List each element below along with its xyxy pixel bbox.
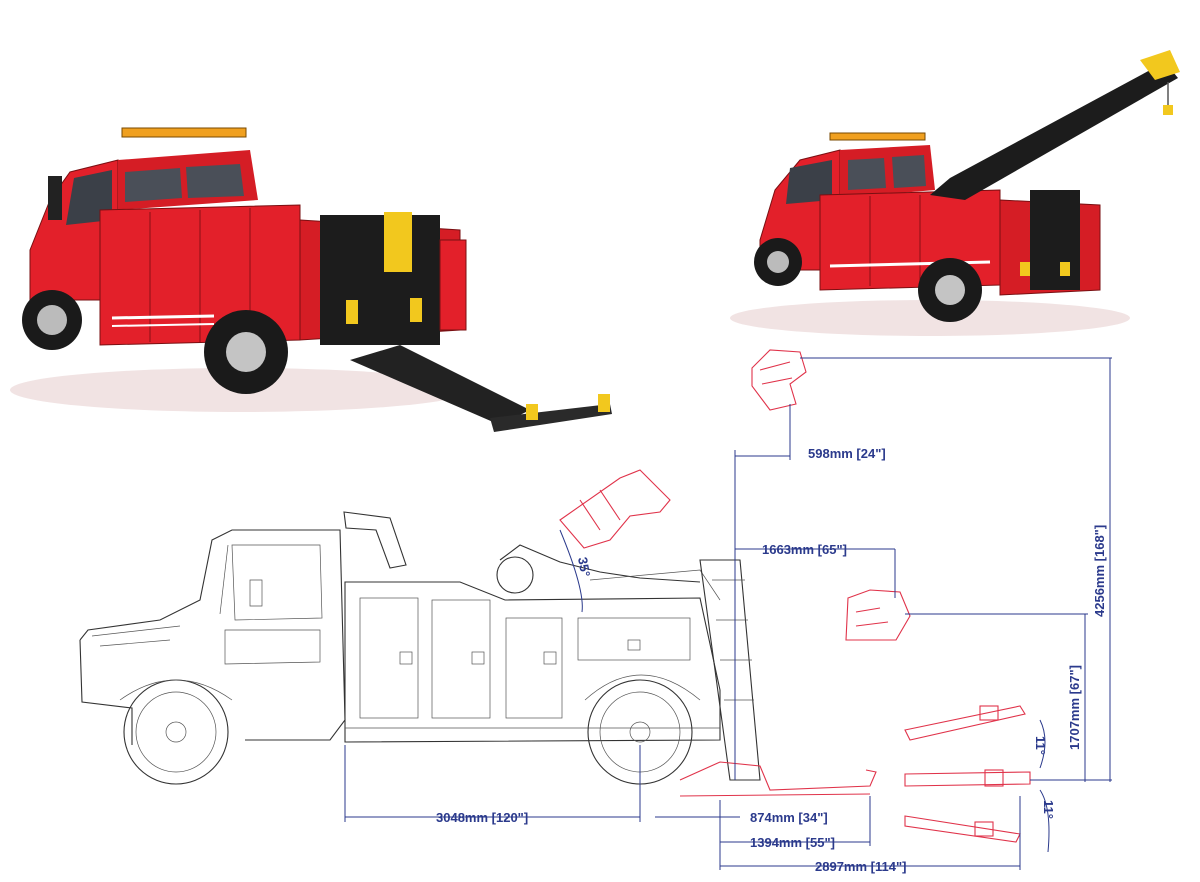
range-of-motion-outlines [559, 349, 1031, 843]
dim-underlift-c: 2897mm [114"] [815, 859, 906, 874]
dim-angle-boom: 35° [575, 556, 593, 578]
dim-underlift-a: 874mm [34"] [750, 810, 828, 825]
dim-underlift-b: 1394mm [55"] [750, 835, 835, 850]
truck-line-drawing [79, 511, 761, 785]
dimension-lines [344, 357, 1112, 870]
dim-wheelbase-rear: 3048mm [120"] [436, 810, 528, 825]
dim-boom-reach-mid: 1663mm [65"] [762, 542, 847, 557]
dim-height-max: 4256mm [168"] [1092, 525, 1107, 617]
tow-truck-boom-raised-icon [730, 50, 1180, 336]
dim-angle-down: 11° [1041, 800, 1056, 819]
tow-truck-rear-view-icon [10, 127, 612, 432]
dim-height-mid: 1707mm [67"] [1067, 665, 1082, 750]
dim-boom-reach-top: 598mm [24"] [808, 446, 886, 461]
dim-angle-up: 11° [1033, 736, 1048, 755]
